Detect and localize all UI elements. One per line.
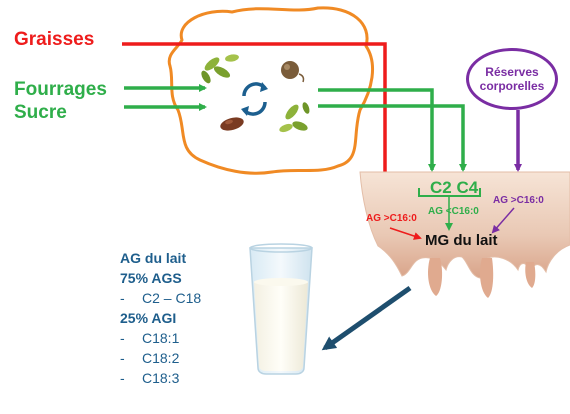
fats-label: Graisses: [14, 29, 95, 50]
ag-short-chain-label: AG <C16:0: [428, 206, 479, 217]
milk-fat-label: MG du lait: [425, 232, 498, 249]
milk-output-arrow: [321, 285, 412, 351]
milk-glass-icon: [249, 243, 313, 375]
c2-c4-label: C2 C4: [430, 178, 479, 197]
recycle-arrows-icon: [230, 76, 276, 122]
teat-icon: [428, 258, 536, 298]
bacteria-icon: [201, 54, 239, 84]
ag-long-chain-purple-label: AG >C16:0: [493, 195, 544, 206]
c2-arrow: [318, 88, 436, 172]
milk-fatty-acid-list: AG du lait 75% AGS -C2 – C18 25% AGI -C1…: [120, 248, 201, 388]
c4-arrow: [318, 104, 467, 172]
body-reserves-node: Réserves corporelles: [466, 48, 558, 110]
list-item: -C2 – C18: [120, 290, 202, 306]
bacteria-icon: [279, 102, 310, 133]
protozoa-icon: [220, 117, 244, 131]
list-item: -C18:2: [120, 350, 180, 366]
milk-fa-title: AG du lait: [120, 250, 187, 266]
protozoa-icon: [281, 61, 305, 83]
list-item: -C18:1: [120, 330, 180, 346]
purple-uptake-arrow: [491, 207, 515, 234]
list-item: -C18:3: [120, 370, 180, 386]
sugar-label: Sucre: [14, 102, 67, 123]
body-reserves-label: Réserves corporelles: [479, 65, 545, 93]
ag-long-chain-red-label: AG >C16:0: [366, 213, 417, 224]
forage-label: Fourrages: [14, 79, 107, 100]
unsaturated-header: 25% AGI: [120, 310, 177, 326]
saturated-header: 75% AGS: [120, 270, 182, 286]
fat-arrow: [122, 42, 389, 185]
red-uptake-arrow: [389, 227, 422, 240]
